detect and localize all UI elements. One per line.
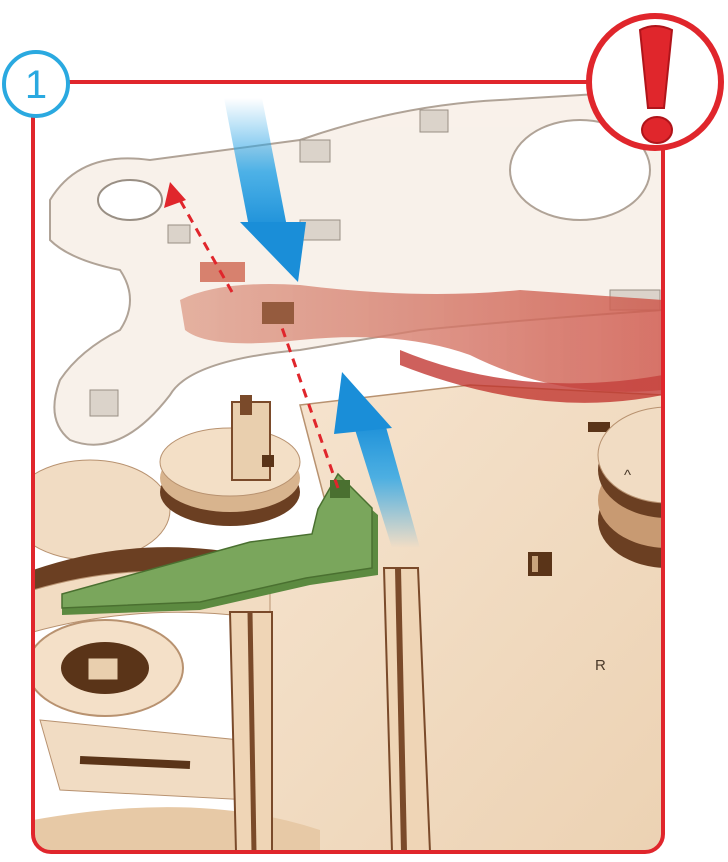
- tab: [420, 110, 448, 132]
- exclamation-icon: [640, 26, 672, 143]
- tab: [300, 220, 340, 240]
- tab: [90, 390, 118, 416]
- slot: [588, 422, 610, 432]
- tab: [300, 140, 330, 162]
- step-badge: 1: [4, 52, 68, 116]
- slot-highlight: [262, 302, 294, 324]
- warning-badge: [589, 16, 721, 148]
- part-letter-caret: ^: [624, 467, 631, 484]
- tab: [168, 225, 190, 243]
- illustration-panel: R ^: [10, 82, 728, 852]
- slot: [528, 552, 552, 576]
- part-letter-r: R: [595, 657, 606, 674]
- step-number: 1: [25, 63, 47, 107]
